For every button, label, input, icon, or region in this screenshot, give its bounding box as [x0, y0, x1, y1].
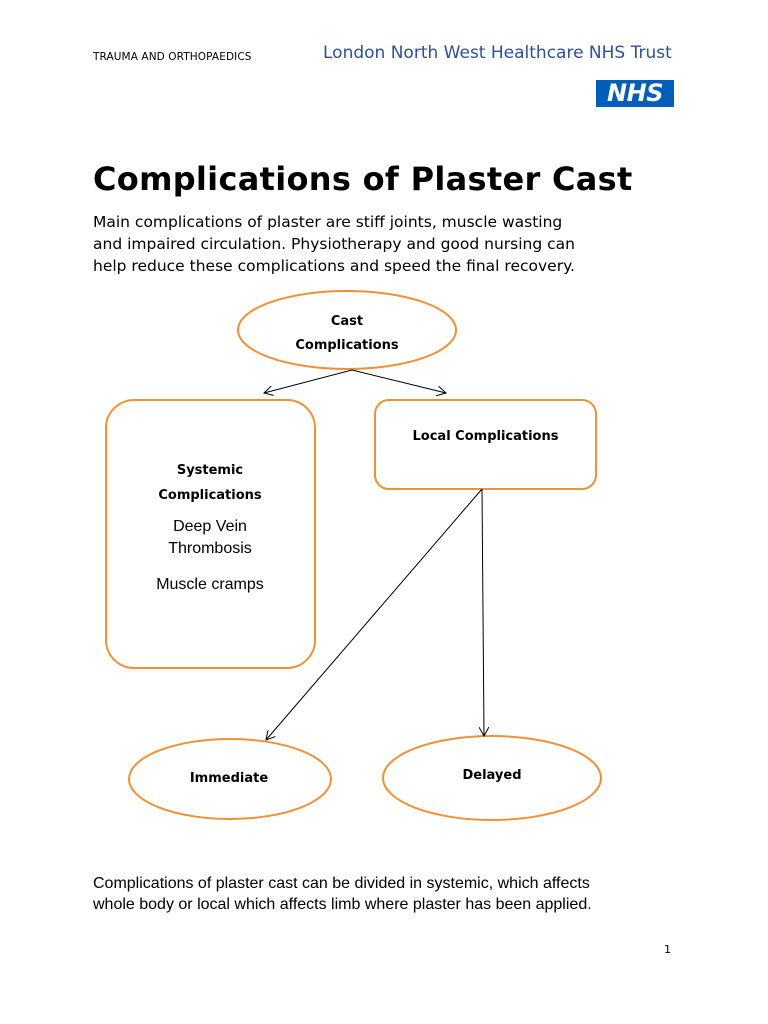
page-number: 1: [664, 943, 671, 956]
root-label-line: Complications: [295, 338, 399, 353]
systemic-item-cramps: Muscle cramps: [156, 576, 264, 593]
systemic-label-line: Complications: [158, 488, 262, 503]
page-title: Complications of Plaster Cast: [93, 160, 633, 198]
nhs-logo: NHS: [596, 80, 674, 107]
systemic-item-dvt: Deep Vein Thrombosis: [168, 518, 252, 557]
intro-line: help reduce these complications and spee…: [93, 257, 575, 275]
root-node-label: Cast Complications: [247, 310, 447, 358]
summary-paragraph: Complications of plaster cast can be div…: [93, 873, 693, 915]
summary-line: whole body or local which affects limb w…: [93, 896, 592, 913]
systemic-node: [105, 399, 316, 669]
immediate-node: [128, 738, 332, 820]
arrow-to-systemic: [264, 369, 353, 393]
header-trust-name: London North West Healthcare NHS Trust: [323, 43, 672, 63]
intro-line: Main complications of plaster are stiff …: [93, 213, 563, 231]
root-node: [237, 290, 457, 370]
intro-line: and impaired circulation. Physiotherapy …: [93, 235, 575, 253]
systemic-node-label: Systemic Complications: [110, 458, 310, 508]
root-label-line: Cast: [330, 314, 364, 329]
intro-paragraph: Main complications of plaster are stiff …: [93, 211, 673, 277]
arrow-to-immediate: [266, 488, 483, 740]
delayed-node-label: Delayed: [462, 768, 522, 783]
arrow-to-delayed: [482, 488, 484, 736]
systemic-label-line: Systemic: [176, 463, 244, 478]
local-node-label: Local Complications: [412, 429, 559, 444]
delayed-node: [382, 735, 602, 821]
local-node: [374, 399, 597, 490]
header-department: TRAUMA AND ORTHOPAEDICS: [93, 51, 252, 63]
arrow-to-local: [351, 369, 446, 393]
summary-line: Complications of plaster cast can be div…: [93, 875, 590, 892]
immediate-node-label: Immediate: [189, 771, 269, 786]
